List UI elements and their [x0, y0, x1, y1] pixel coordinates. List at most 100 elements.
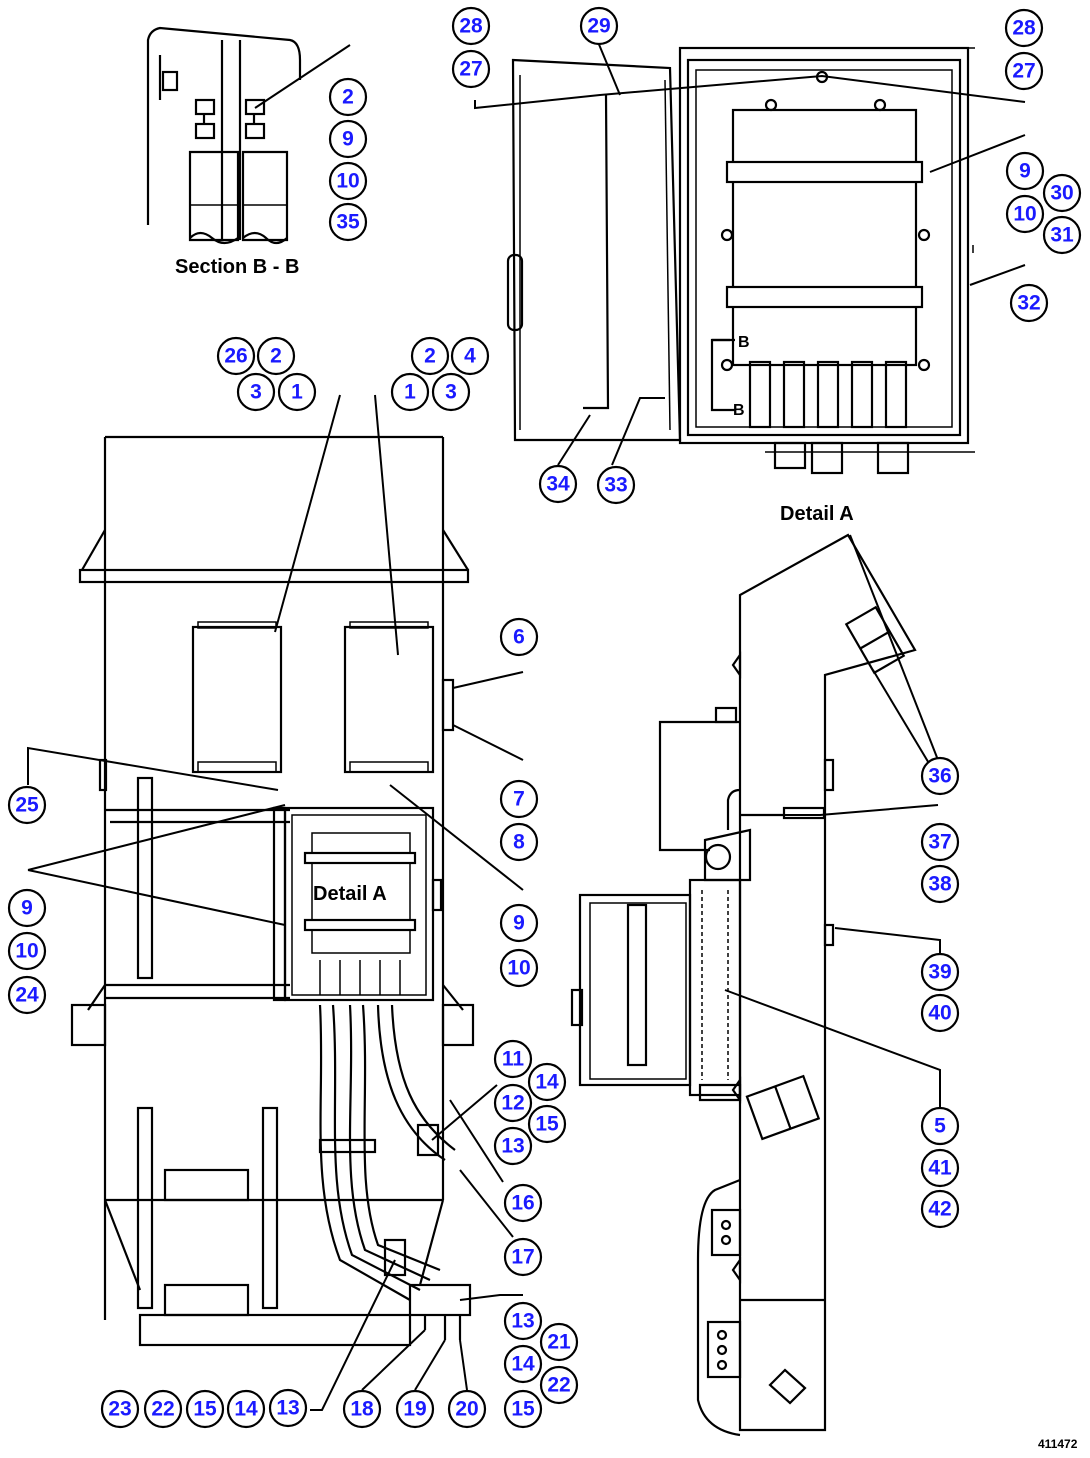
svg-text:10: 10 [1013, 203, 1036, 226]
callout-bubble: 27 [1004, 51, 1044, 91]
svg-text:33: 33 [604, 474, 627, 497]
svg-text:18: 18 [350, 1398, 374, 1421]
svg-text:30: 30 [1050, 182, 1073, 205]
section-marker-b-bottom: B [733, 402, 745, 419]
section-marker-b-top: B [738, 334, 750, 351]
callout-bubble: 14 [226, 1389, 266, 1429]
callout-bubble: 8 [499, 822, 539, 862]
callout-bubble: 38 [920, 864, 960, 904]
callout-bubble: 24 [7, 975, 47, 1015]
svg-text:15: 15 [535, 1113, 559, 1136]
svg-text:28: 28 [1012, 17, 1036, 40]
callout-bubble: 14 [527, 1062, 567, 1102]
svg-text:41: 41 [928, 1157, 952, 1180]
svg-text:2: 2 [270, 345, 282, 368]
svg-text:24: 24 [15, 984, 39, 1007]
callout-bubble: 6 [499, 617, 539, 657]
section-bb-caption: Section B - B [175, 256, 299, 278]
svg-text:13: 13 [511, 1310, 534, 1333]
svg-text:19: 19 [403, 1398, 426, 1421]
callout-bubble: 5 [920, 1106, 960, 1146]
svg-text:31: 31 [1050, 224, 1074, 247]
svg-text:9: 9 [342, 128, 354, 151]
callout-bubble: 15 [185, 1389, 225, 1429]
callout-bubble: 4 [450, 336, 490, 376]
svg-text:34: 34 [546, 473, 570, 496]
front-view: Detail A [27, 394, 524, 1411]
detail-a-inset-label: Detail A [313, 883, 387, 905]
callout-bubble: 40 [920, 993, 960, 1033]
callout-bubble: 1 [390, 372, 430, 412]
svg-text:27: 27 [459, 58, 482, 81]
svg-text:14: 14 [535, 1071, 559, 1094]
svg-text:8: 8 [513, 831, 525, 854]
svg-text:7: 7 [513, 788, 525, 811]
svg-text:16: 16 [511, 1192, 534, 1215]
svg-text:10: 10 [336, 170, 359, 193]
svg-text:28: 28 [459, 15, 483, 38]
svg-text:39: 39 [928, 961, 951, 984]
svg-text:13: 13 [501, 1135, 524, 1158]
callout-bubble: 16 [503, 1183, 543, 1223]
callout-bubble: 9 [1005, 151, 1045, 191]
callout-bubble: 10 [499, 948, 539, 988]
callout-bubble: 17 [503, 1237, 543, 1277]
callout-bubble: 35 [328, 202, 368, 242]
svg-text:38: 38 [928, 873, 952, 896]
svg-text:6: 6 [513, 626, 525, 649]
svg-text:9: 9 [1019, 160, 1031, 183]
svg-text:36: 36 [928, 765, 951, 788]
callout-bubble: 20 [447, 1389, 487, 1429]
callout-bubble: 12 [493, 1083, 533, 1123]
side-view [570, 533, 941, 1437]
svg-text:37: 37 [928, 831, 951, 854]
callout-bubble: 39 [920, 952, 960, 992]
callout-bubble: 10 [7, 931, 47, 971]
callout-bubble: 9 [328, 119, 368, 159]
svg-text:14: 14 [511, 1353, 535, 1376]
callout-bubble: 7 [499, 779, 539, 819]
callout-bubble: 13 [503, 1301, 543, 1341]
svg-text:3: 3 [250, 381, 262, 404]
svg-text:10: 10 [15, 940, 38, 963]
breaker-row [748, 360, 908, 429]
svg-text:27: 27 [1012, 60, 1035, 83]
callout-bubble: 18 [342, 1389, 382, 1429]
svg-text:13: 13 [276, 1397, 299, 1420]
callout-bubble: 23 [100, 1389, 140, 1429]
callout-bubble: 25 [7, 785, 47, 825]
callout-bubble: 15 [503, 1389, 543, 1429]
svg-text:29: 29 [587, 15, 610, 38]
callout-bubble: 31 [1042, 215, 1082, 255]
drawing-number: 411472 [1038, 1437, 1078, 1451]
callout-bubble: 10 [1005, 194, 1045, 234]
svg-text:35: 35 [336, 211, 360, 234]
svg-text:40: 40 [928, 1002, 951, 1025]
callout-bubble: 2 [328, 77, 368, 117]
callout-bubble: 22 [143, 1389, 183, 1429]
callout-bubble: 1 [277, 372, 317, 412]
callout-bubble: 2 [410, 336, 450, 376]
callout-bubble: 34 [538, 464, 578, 504]
svg-text:15: 15 [193, 1398, 217, 1421]
svg-text:9: 9 [513, 912, 525, 935]
callout-bubble: 37 [920, 822, 960, 862]
callout-bubble: 41 [920, 1148, 960, 1188]
svg-text:22: 22 [547, 1374, 570, 1397]
svg-text:42: 42 [928, 1198, 951, 1221]
callout-bubble: 22 [539, 1365, 579, 1405]
svg-text:22: 22 [151, 1398, 174, 1421]
callout-bubble: 13 [268, 1388, 308, 1428]
callout-bubble: 10 [328, 161, 368, 201]
svg-text:10: 10 [507, 957, 530, 980]
callout-bubble: 27 [451, 49, 491, 89]
svg-text:2: 2 [424, 345, 436, 368]
detail-a-view: B B Detail A [474, 41, 1026, 525]
callout-bubbles: 2 9 10 35 28 27 29 28 27 9 30 10 31 32 3… [7, 6, 1082, 1429]
callout-bubble: 13 [493, 1126, 533, 1166]
callout-bubble: 15 [527, 1104, 567, 1144]
cable-bundle [318, 1004, 472, 1340]
svg-text:11: 11 [502, 1048, 525, 1071]
svg-text:12: 12 [501, 1092, 524, 1115]
callout-bubble: 30 [1042, 173, 1082, 213]
